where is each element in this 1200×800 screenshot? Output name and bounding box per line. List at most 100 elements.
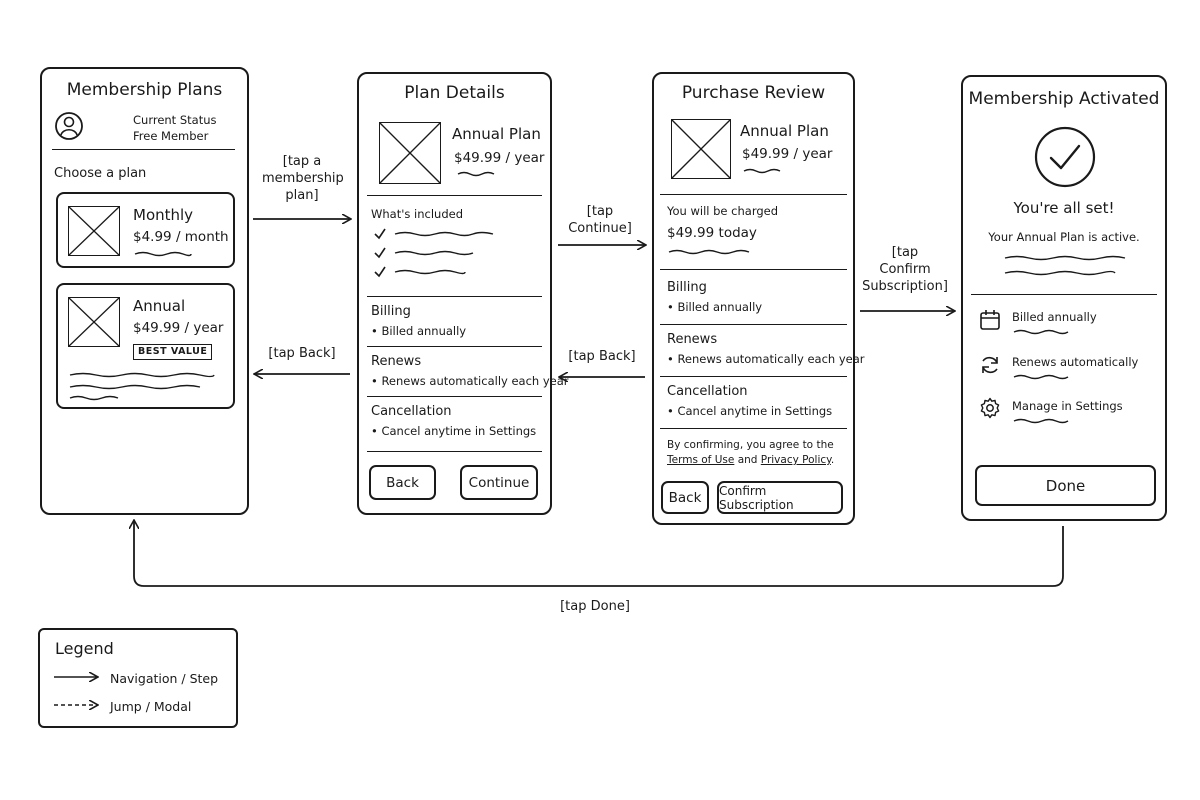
legend: Legend Navigation / Step Jump / Modal [38,628,238,728]
check-circle-icon [1034,126,1096,188]
confirm-subscription-button[interactable]: Confirm Subscription [717,481,843,514]
arrow-done-to-plans [134,521,1064,587]
billing-value: • Billed annually [371,324,467,338]
renews-value: • Renews automatically each year [667,352,865,366]
renews-value: • Renews automatically each year [371,374,569,388]
status-value: Free Member [133,129,209,143]
cancellation-label: Cancellation [371,404,452,419]
success-subtext: Your Annual Plan is active. [988,230,1140,244]
refresh-icon [982,356,998,374]
terms-of-use-link[interactable]: Terms of Use [667,454,735,466]
divider [52,149,235,150]
cancellation-value: • Cancel anytime in Settings [371,424,537,438]
divider [367,195,542,196]
plan-name: Monthly [133,206,194,224]
placeholder-line [134,251,192,257]
included-label: What's included [371,207,463,221]
plan-name: Annual Plan [452,125,541,143]
screen-plan-details: Plan Details Annual Plan $49.99 / year W… [357,72,569,515]
divider [660,194,847,195]
plan-price: $49.99 / year [742,146,833,162]
label-line: [tap a [282,154,322,169]
label-line: Subscription] [862,279,948,294]
plan-name: Annual [133,297,186,315]
calendar-icon [980,310,1000,330]
label-tap-plan: [tap a membership plan] [262,153,344,204]
placeholder-line [743,168,781,174]
screen-purchase-review: Purchase Review Annual Plan $49.99 / yea… [652,72,865,525]
image-placeholder-icon [379,122,441,184]
plan-name: Annual Plan [740,122,829,140]
screen-title: Membership Plans [66,80,223,100]
placeholder-line [1004,255,1126,276]
image-placeholder-icon [68,297,120,347]
divider [971,294,1157,295]
placeholder-line [69,372,215,401]
terms-and: and [737,454,758,466]
plan-price: $4.99 / month [133,229,229,245]
screen-membership-plans: Membership Plans Current Status Free Mem… [40,67,249,515]
legend-title: Legend [55,639,114,658]
done-button[interactable]: Done [975,465,1156,506]
feature-billed: Billed annually [1012,310,1097,324]
back-button[interactable]: Back [369,465,436,500]
divider [660,324,847,325]
billing-label: Billing [371,304,411,319]
divider [367,296,542,297]
checkmark-icon [374,228,386,240]
feature-renews: Renews automatically [1012,355,1139,369]
terms-text: By confirming, you agree to the Terms of… [667,438,847,468]
label-line: [tap [586,204,614,219]
label-tap-back-2: [tap Back] [568,349,636,364]
checkmark-icon [374,266,386,278]
status-label: Current Status [133,113,217,127]
billing-value: • Billed annually [667,300,763,314]
privacy-policy-link[interactable]: Privacy Policy [760,454,831,466]
terms-suffix: . [830,454,835,466]
image-placeholder-icon [68,206,120,256]
plan-price: $49.99 / year [133,320,224,336]
renews-label: Renews [371,354,422,369]
cancellation-label: Cancellation [667,384,748,399]
terms-prefix: By confirming, you agree to the [667,439,834,451]
label-tap-continue: [tap Continue] [560,203,640,237]
divider [367,396,542,397]
placeholder-line [1013,418,1069,424]
plan-card-annual[interactable]: Annual $49.99 / year BEST VALUE [56,283,235,409]
plan-card-monthly[interactable]: Monthly $4.99 / month [56,192,235,268]
label-line: Confirm [879,262,931,277]
best-value-badge: BEST VALUE [133,344,213,360]
divider [660,376,847,377]
renews-label: Renews [667,332,718,347]
plan-price: $49.99 / year [454,150,545,166]
checkmark-icon [374,247,386,259]
charged-label: You will be charged [667,204,779,218]
label-tap-done: [tap Done] [560,599,630,614]
choose-plan-label: Choose a plan [54,166,147,181]
label-tap-confirm: [tap Confirm Subscription] [862,244,948,295]
gear-icon [980,397,1000,419]
user-avatar-icon [55,112,83,140]
screen-membership-activated: Membership Activated You're all set! You… [961,75,1167,521]
back-button[interactable]: Back [661,481,709,514]
label-line: plan] [285,188,319,203]
screen-title: Membership Activated [968,89,1160,109]
divider [660,269,847,270]
divider [660,428,847,429]
divider [367,451,542,452]
screen-title: Plan Details [404,83,505,103]
placeholder-line [1013,329,1069,335]
label-line: [tap [891,245,919,260]
label-line: Continue] [568,221,632,236]
divider [367,346,542,347]
placeholder-line [457,171,495,177]
image-placeholder-icon [671,119,731,179]
placeholder-line [668,249,750,255]
label-line: membership [262,171,344,186]
label-tap-back-1: [tap Back] [268,346,336,361]
cancellation-value: • Cancel anytime in Settings [667,404,833,418]
success-heading: You're all set! [1013,199,1115,217]
continue-button[interactable]: Continue [460,465,538,500]
legend-dashed-label: Jump / Modal [110,699,192,714]
included-list [374,228,494,278]
